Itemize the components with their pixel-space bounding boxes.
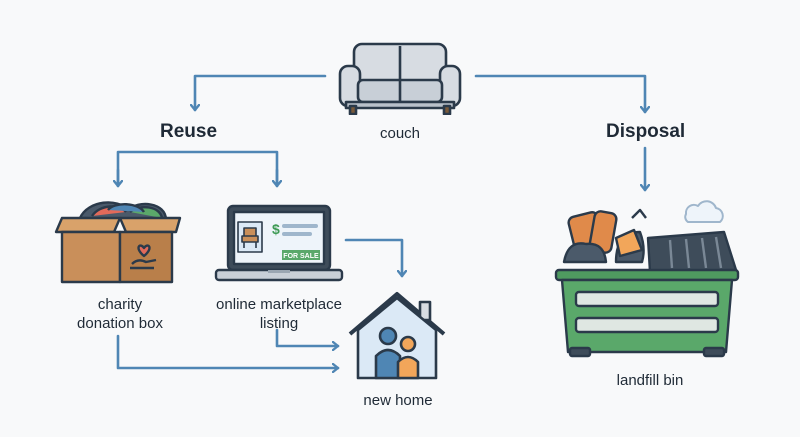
couch-icon xyxy=(338,42,462,116)
laptop-listing-icon: $ FOR SALE xyxy=(214,204,344,282)
donation-box-icon xyxy=(54,201,182,284)
home-label: new home xyxy=(363,392,433,409)
charity-label: charity donation box xyxy=(40,295,200,333)
arrow-reuse-branch xyxy=(116,150,279,187)
marketplace-label-line1: online marketplace xyxy=(216,296,342,313)
arrow-couch-to-reuse xyxy=(195,74,327,112)
marketplace-label: online marketplace listing xyxy=(196,295,362,333)
dumpster-icon xyxy=(554,200,740,358)
couch-node xyxy=(336,40,464,116)
for-sale-badge: FOR SALE xyxy=(283,253,319,260)
arrow-marketplace-to-home xyxy=(344,238,402,278)
marketplace-label-line2: listing xyxy=(259,315,299,332)
landfill-label: landfill bin xyxy=(616,372,684,389)
charity-node xyxy=(48,196,188,288)
arrow-charity-to-home xyxy=(116,334,340,368)
couch-label: couch xyxy=(379,125,421,142)
house-family-icon xyxy=(348,292,446,380)
disposal-heading: Disposal xyxy=(606,121,686,142)
home-node xyxy=(344,290,450,382)
charity-label-line2: donation box xyxy=(77,315,163,332)
arrow-couch-to-disposal xyxy=(474,74,645,114)
reuse-heading: Reuse xyxy=(160,121,218,142)
landfill-node xyxy=(546,188,746,358)
charity-label-line1: charity xyxy=(97,296,143,313)
marketplace-node: $ FOR SALE xyxy=(212,202,346,286)
price-symbol: $ xyxy=(272,221,280,237)
